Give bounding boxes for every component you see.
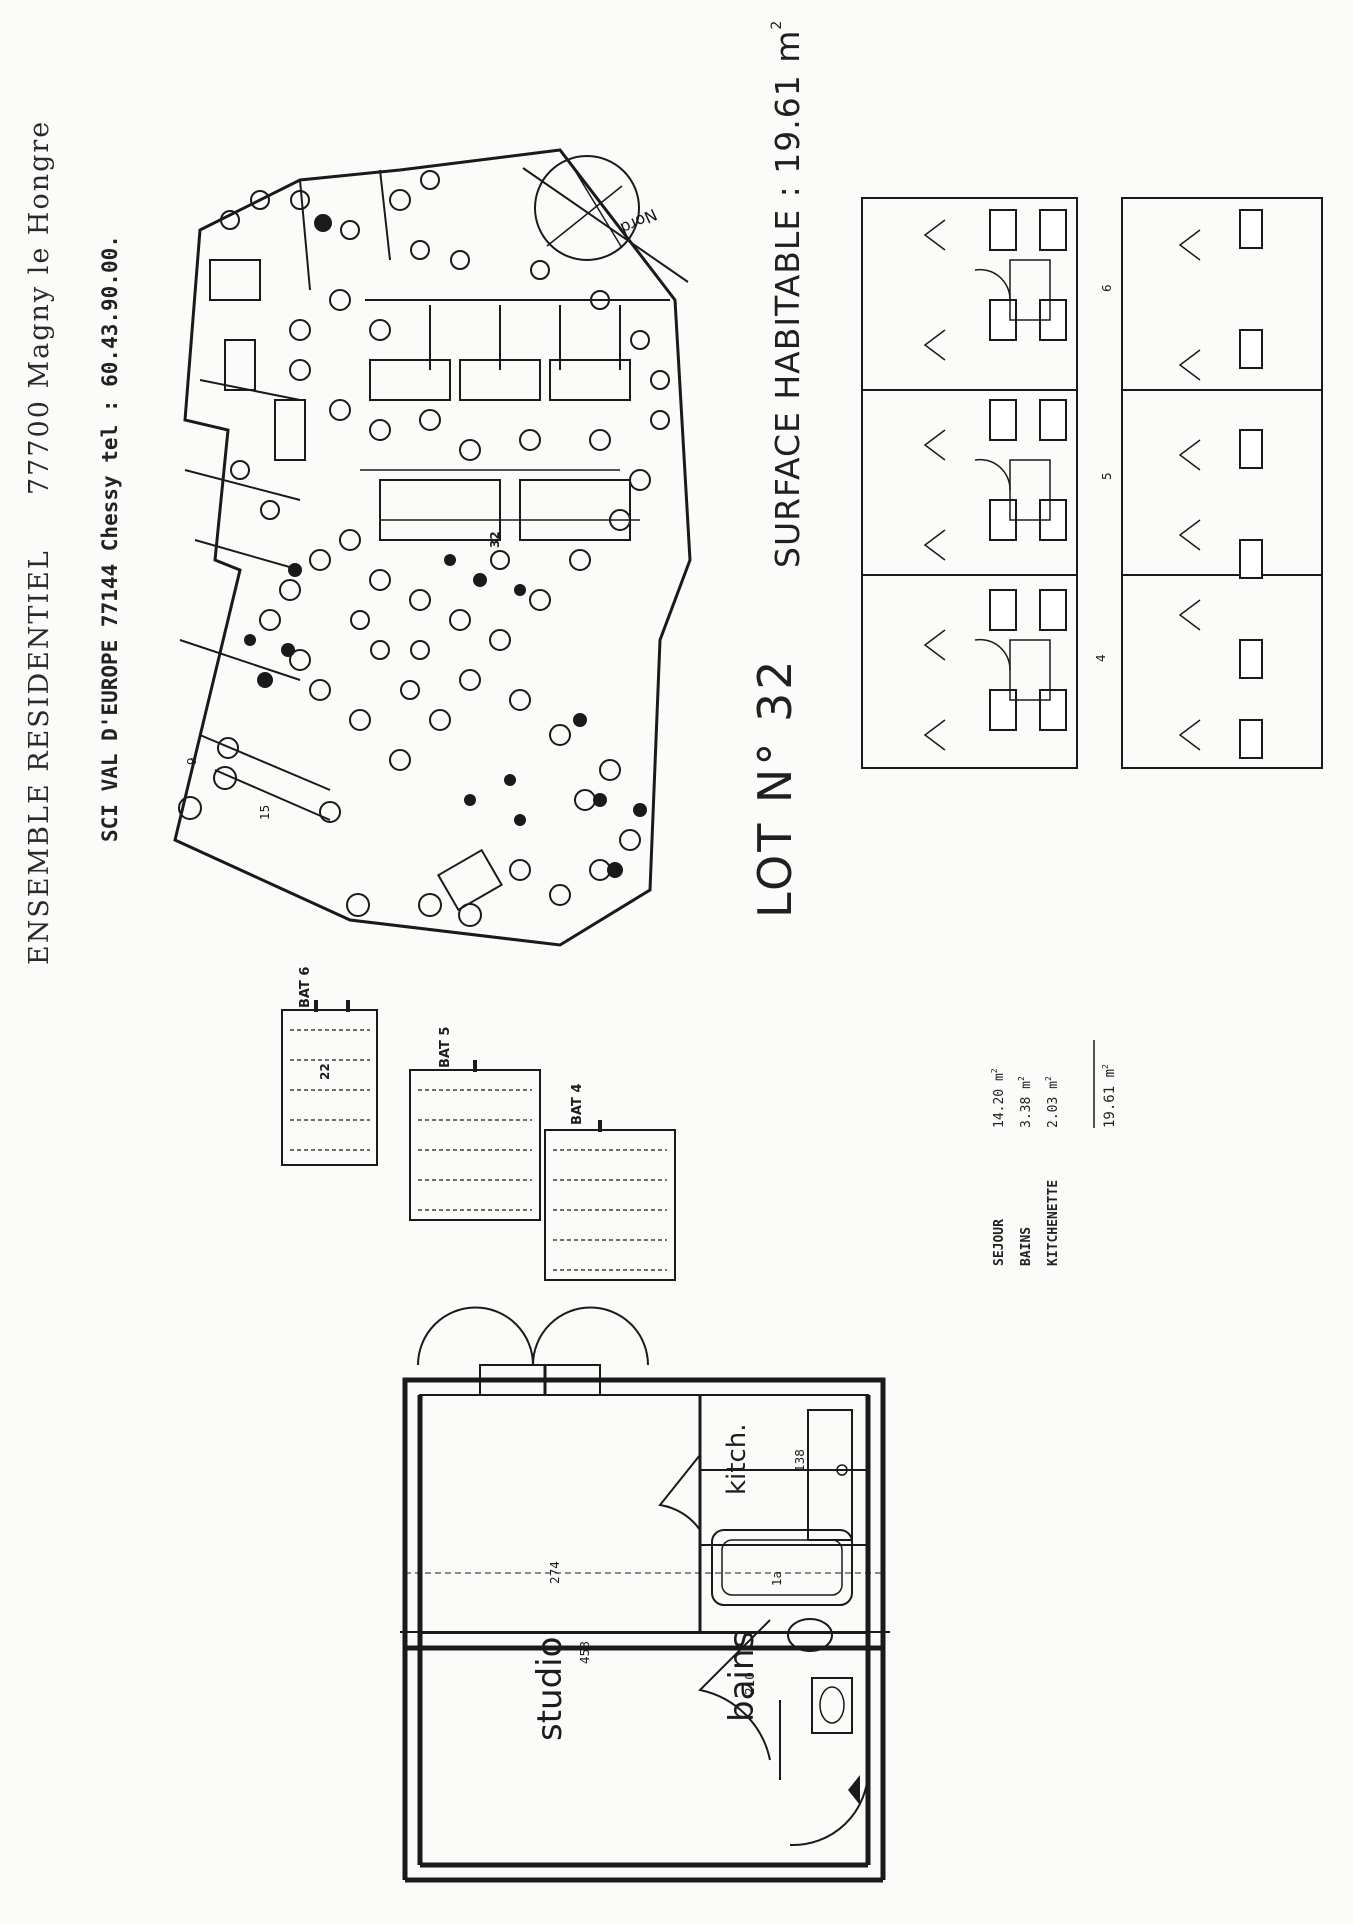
bat6-label: BAT 6 xyxy=(298,967,313,1008)
surface-row-sejour-label: SEJOUR xyxy=(992,1219,1007,1266)
facade-rear xyxy=(1121,197,1323,769)
room-studio-text: studio xyxy=(530,1636,570,1741)
surface-row-kitchenette-label: KITCHENETTE xyxy=(1046,1179,1061,1266)
surface-row-bains-label: BAINS xyxy=(1019,1226,1034,1266)
room-bains-text: bains xyxy=(722,1630,762,1722)
bathtub xyxy=(711,1529,853,1606)
lot-number-text: LOT N° 32 xyxy=(748,657,802,918)
bat4-label-text: BAT 4 xyxy=(570,1083,585,1125)
surface-row-bains-value-text: 3.38 m xyxy=(1019,1081,1034,1128)
surface-table-labels: SEJOUR BAINS KITCHENETTE xyxy=(992,1180,1061,1266)
lot-number: LOT N° 32 xyxy=(748,658,802,918)
site-plot-label-9-text: 9 xyxy=(185,757,199,765)
entrance-door-swing xyxy=(789,1769,869,1847)
building-key-plan-heavy-walls xyxy=(314,1000,602,1132)
floor-plan-walls xyxy=(402,1380,886,1883)
facade-number-6-text: 6 xyxy=(1100,284,1114,292)
room-kitch-text: kitch. xyxy=(722,1423,752,1495)
header-city-text: 77700 Magny le Hongre xyxy=(24,119,55,495)
surface-habitable-text: SURFACE HABITABLE : 19.61 m xyxy=(768,29,807,568)
header-company: SCI VAL D'EUROPE 77144 Chessy tel : 60.4… xyxy=(98,235,122,842)
surface-table-total: 19.61 m2 xyxy=(1101,1064,1118,1128)
facade-number-4: 4 xyxy=(1094,654,1108,662)
bat4-outline xyxy=(544,1129,676,1281)
bath-sink xyxy=(811,1677,853,1734)
surface-row-kitchenette-value-text: 2.03 m xyxy=(1046,1081,1061,1128)
facade-gables xyxy=(923,219,1201,751)
building-unit-number-text: 22 xyxy=(318,1063,332,1080)
header-city: 77700 Magny le Hongre xyxy=(24,120,55,495)
north-label-text: Nord xyxy=(617,204,660,239)
surface-row-kitchenette-sup: 2 xyxy=(1044,1076,1053,1082)
site-plot-label-15: 15 xyxy=(258,805,272,820)
building-key-plan-hatching xyxy=(290,1029,667,1271)
surface-habitable: SURFACE HABITABLE : 19.61 m2 xyxy=(768,20,807,568)
bathtub-label-text: 1a xyxy=(770,1571,784,1586)
floor-plan-inner-wall xyxy=(419,1394,869,1634)
facade-number-4-text: 4 xyxy=(1094,654,1108,662)
facade-number-6: 6 xyxy=(1100,284,1114,292)
site-lot-number-text: 32 xyxy=(488,531,502,548)
surface-row-sejour-value: 14.20 m2 xyxy=(990,1068,1007,1128)
kitchen-counter xyxy=(807,1409,853,1541)
facade-number-5: 5 xyxy=(1100,472,1114,480)
header-title-text: ENSEMBLE RESIDENTIEL xyxy=(24,549,55,965)
dim-kitch-depth: 138 xyxy=(793,1449,807,1472)
surface-row-sejour-sup: 2 xyxy=(990,1068,999,1074)
surface-table-total-sup: 2 xyxy=(1101,1064,1110,1069)
bat4-label: BAT 4 xyxy=(570,1084,585,1125)
toilet xyxy=(787,1618,833,1652)
surface-row-kitchenette-value: 2.03 m2 xyxy=(1044,1068,1061,1128)
facade-front xyxy=(861,197,1078,769)
site-boundary xyxy=(173,148,692,947)
room-kitch: kitch. xyxy=(722,1423,752,1495)
north-label: Nord xyxy=(617,205,660,238)
room-studio: studio xyxy=(530,1637,570,1741)
floor-plan-outer-wall xyxy=(402,1377,886,1651)
dim-width-text: 274 xyxy=(548,1561,562,1584)
facade-windows xyxy=(989,209,1263,759)
window-frame xyxy=(479,1364,601,1396)
building-unit-number: 22 xyxy=(318,1063,332,1080)
bat5-outline xyxy=(409,1069,541,1221)
header-company-text: SCI VAL D'EUROPE 77144 Chessy tel : 60.4… xyxy=(98,235,122,842)
surface-habitable-sup: 2 xyxy=(769,19,785,30)
surface-table-values: 14.20 m2 3.38 m2 2.03 m2 xyxy=(990,1068,1061,1128)
surface-table-total-text: 19.61 m xyxy=(1102,1068,1118,1128)
facade-number-5-text: 5 xyxy=(1100,472,1114,480)
compass-icon xyxy=(522,155,689,283)
bat5-label-text: BAT 5 xyxy=(438,1026,453,1068)
site-trees xyxy=(178,170,670,927)
site-dark-trees xyxy=(244,214,647,878)
bat5-label: BAT 5 xyxy=(438,1027,453,1068)
dim-depth: 458 xyxy=(578,1641,592,1664)
entrance-arrow-icon xyxy=(848,1775,860,1805)
dim-depth-text: 458 xyxy=(578,1641,592,1664)
site-lot-number: 32 xyxy=(488,531,502,548)
surface-table: SEJOUR BAINS KITCHENETTE xyxy=(992,1180,1061,1266)
header-title: ENSEMBLE RESIDENTIEL xyxy=(24,549,55,965)
bathtub-label: 1a xyxy=(770,1571,784,1586)
bat6-label-text: BAT 6 xyxy=(298,966,313,1008)
site-plot-label-15-text: 15 xyxy=(258,804,272,820)
surface-row-bains-value: 3.38 m2 xyxy=(1017,1068,1034,1128)
surface-row-bains-sup: 2 xyxy=(1017,1076,1026,1082)
bat6-outline xyxy=(281,1009,378,1166)
site-plot-label-9: 9 xyxy=(185,757,199,765)
dim-width: 274 xyxy=(548,1561,562,1584)
dim-kitch-depth-text: 138 xyxy=(793,1449,807,1472)
room-bains: bains xyxy=(722,1631,762,1722)
surface-row-sejour-value-text: 14.20 m xyxy=(992,1073,1007,1128)
